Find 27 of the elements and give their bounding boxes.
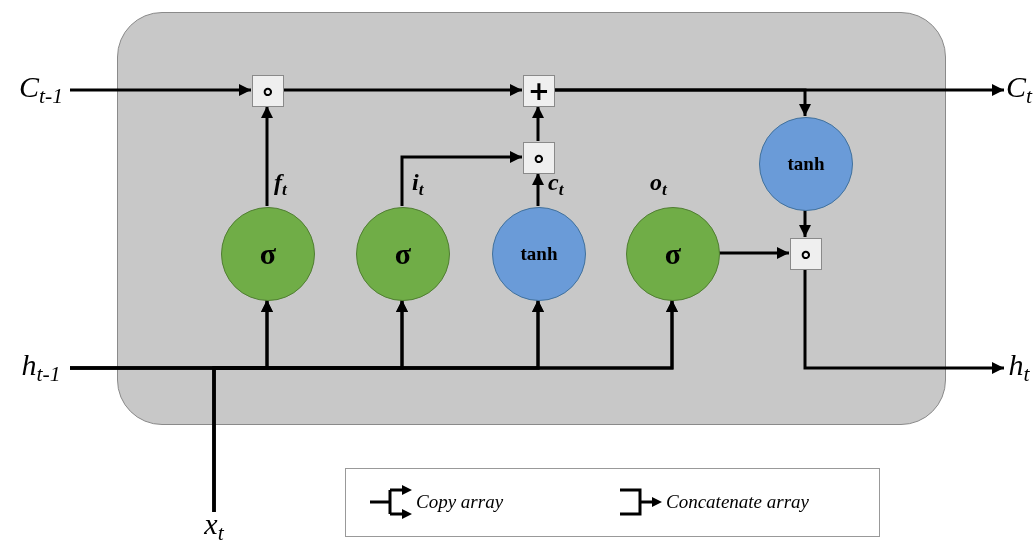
legend-label: Concatenate array	[666, 491, 809, 513]
operation-box: +	[523, 75, 555, 107]
operation-box: ∘	[252, 75, 284, 107]
arrow	[719, 247, 789, 259]
operation-box: ∘	[790, 238, 822, 270]
gate-output-label: i$_{t}$	[412, 170, 424, 199]
operation-box: ∘	[523, 142, 555, 174]
variable-label: h$_{t-1}$	[12, 350, 70, 386]
arrow	[212, 300, 678, 512]
gate-output-label: o$_{t}$	[650, 170, 667, 199]
legend-label: Copy array	[416, 491, 504, 513]
lstm-cell-background	[117, 12, 946, 425]
activation-circle: tanh	[759, 117, 853, 211]
arrow	[532, 106, 544, 141]
arrow	[283, 84, 522, 96]
arrow	[799, 210, 811, 237]
arrow	[70, 84, 251, 96]
arrow	[803, 269, 1004, 374]
variable-label: C$_{t-1}$	[12, 72, 70, 108]
arrow	[554, 88, 811, 116]
arrow	[261, 106, 273, 206]
arrow	[532, 173, 544, 206]
variable-label: x$_{t}$	[196, 512, 232, 542]
variable-label: h$_{t}$	[1004, 350, 1034, 386]
gate-output-label: f$_{t}$	[274, 170, 287, 199]
variable-label: C$_{t}$	[1004, 72, 1034, 108]
arrow	[400, 151, 522, 206]
